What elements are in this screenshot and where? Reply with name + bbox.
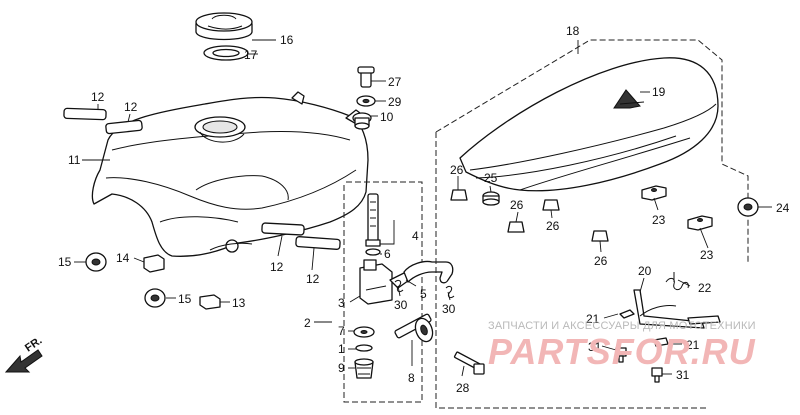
callout-26-d: 26 [594,254,608,268]
callout-12-c: 12 [270,260,284,274]
collar-25 [482,191,500,206]
callout-6: 6 [384,247,391,261]
callout-5: 5 [420,287,427,301]
watermark-tagline: ЗАПЧАСТИ И АКСЕССУАРЫ ДЛЯ МОТОТЕХНИКИ [488,320,756,332]
callout-8: 8 [408,371,415,385]
callout-12-d: 12 [306,272,320,286]
callout-23-b: 23 [700,248,714,262]
callout-9: 9 [338,361,345,375]
valve-group-outline [343,181,423,403]
callout-29: 29 [388,95,402,109]
callout-18: 18 [566,24,580,38]
callout-20: 20 [638,264,652,278]
callout-30-b: 30 [442,302,456,316]
callout-27: 27 [388,75,402,89]
o-ring-6 [365,248,381,256]
callout-10: 10 [380,110,394,124]
callout-12-a: 12 [91,90,105,104]
leader-lines [74,39,772,377]
grommet-15 [85,252,166,308]
seat-lock-assembly [633,289,721,329]
callout-19: 19 [652,85,666,99]
collar-14 [143,254,165,273]
callout-1: 1 [338,342,345,356]
callout-3: 3 [338,296,345,310]
fuel-strainer [365,193,381,247]
callout-13: 13 [232,296,246,310]
callout-28: 28 [456,381,470,395]
spring-22 [665,272,689,291]
callout-2: 2 [304,316,311,330]
callout-31-a: 31 [588,340,602,354]
callout-11: 11 [68,153,81,167]
callout-15-b: 15 [178,292,192,306]
grommet-10 [352,112,372,130]
callout-21-b: 21 [686,338,700,352]
collar-13 [199,294,221,310]
callout-25: 25 [484,171,498,185]
callout-14: 14 [116,251,130,265]
front-direction-arrow: FR. [4,335,44,373]
callout-4: 4 [412,229,419,243]
bolts-21 [619,309,669,347]
seat-bumpers [450,189,609,242]
callout-15-a: 15 [58,255,72,269]
callout-26-a: 26 [450,163,464,177]
fuel-tank [91,91,369,257]
callout-7: 7 [338,324,345,338]
watermark-logo: PARTSFOR.RU [488,331,756,372]
fuel-tube [403,260,454,284]
fuel-valve [359,259,413,305]
callout-numbers: 16 17 18 19 12 12 11 15 14 15 13 12 12 2… [58,24,790,395]
callout-31-b: 31 [676,368,690,382]
bolt-27 [357,66,375,88]
washer-29 [356,95,376,107]
callout-30-a: 30 [394,298,408,312]
callout-21-a: 21 [586,312,600,326]
rubber-pads [63,107,341,250]
direction-label: FR. [23,335,44,355]
sediment-cup-9 [354,358,374,379]
bolt-28 [453,351,485,375]
tube-clips [394,279,455,299]
callout-26-b: 26 [510,198,524,212]
gasket-7 [353,326,375,338]
callout-26-c: 26 [546,219,560,233]
callout-23-a: 23 [652,213,666,227]
cap-gasket [203,45,249,61]
seat-brackets [641,185,713,231]
callout-17: 17 [244,48,258,62]
callout-12-b: 12 [124,100,138,114]
valve-lever [394,313,434,343]
callout-22: 22 [698,281,712,295]
seat [459,57,719,192]
callout-24: 24 [776,201,790,215]
cushion-24 [737,197,759,217]
o-ring-1 [355,344,373,352]
bolts-31 [615,347,663,383]
fuel-cap [195,12,253,41]
callout-16: 16 [280,33,294,47]
seat-group-outline [435,39,749,409]
